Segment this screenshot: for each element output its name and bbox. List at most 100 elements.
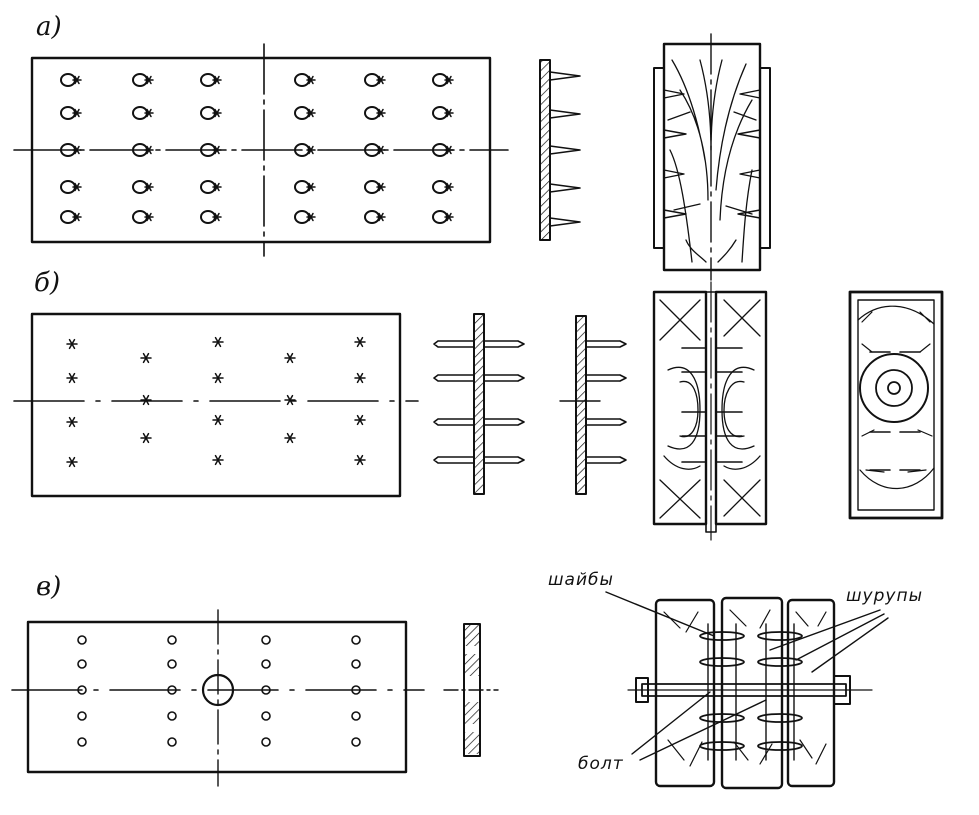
timber-joint-a (653, 33, 771, 281)
screw-holes-c (77, 635, 361, 747)
callout-screws: шурупы (846, 586, 924, 606)
spike-hole-icon (364, 73, 386, 87)
washer-icon (699, 713, 745, 723)
spike-hole-icon (432, 180, 454, 194)
screw-hole-icon (261, 737, 271, 747)
screw-hole-icon (167, 635, 177, 645)
spike-hole-icon (132, 73, 154, 87)
washer-icon (699, 657, 745, 667)
spike-hole-icon (432, 73, 454, 87)
spike-tooth (549, 109, 581, 119)
timber-b-grain (659, 299, 761, 519)
nail (433, 374, 525, 382)
spike-hole-icon (294, 210, 316, 224)
timber-b-front-ring-inner (875, 369, 913, 407)
screw-hole-icon (77, 635, 87, 645)
plate-b-front-view (30, 312, 402, 498)
spike-tooth-mark (444, 145, 454, 155)
spike-hole-icon (364, 180, 386, 194)
timber-a-teeth (663, 89, 761, 219)
bolted-timber-assembly (605, 591, 889, 790)
timber-b-front-grain (857, 305, 935, 490)
star-nail-hole-icon (66, 456, 78, 468)
star-nail-hole-icon (284, 432, 296, 444)
star-nail-hole-icon (140, 394, 152, 406)
spike-tooth-mark (306, 108, 316, 118)
spike-tooth-mark (376, 108, 386, 118)
timber-joint-b-front (848, 290, 944, 520)
panel-label-c: в) (36, 572, 62, 602)
spike-hole-icon (432, 106, 454, 120)
washer-icon (699, 741, 745, 751)
plate-b-section-1 (473, 313, 485, 495)
leader-bolt (631, 691, 711, 755)
screw-hole-icon (261, 685, 271, 695)
spike-tooth-mark (144, 212, 154, 222)
plate-c-front-view (26, 620, 408, 774)
plate-c-hatch-3 (464, 702, 480, 724)
panel-b (13, 281, 944, 541)
star-nail-hole-icon (140, 432, 152, 444)
star-nail-hole-icon (212, 372, 224, 384)
panel-label-b: б) (34, 268, 61, 298)
spike-hole-icon (200, 143, 222, 157)
spike-tooth (549, 71, 581, 81)
spike-tooth-mark (212, 182, 222, 192)
star-nail-hole-icon (284, 394, 296, 406)
washer-icon (757, 657, 803, 667)
plate-a-section (539, 59, 551, 241)
washer-icon (757, 631, 803, 641)
nails-through-b (433, 340, 525, 464)
spike-tooth-mark (306, 75, 316, 85)
nail (585, 418, 627, 426)
spike-hole-icon (294, 73, 316, 87)
spike-tooth-mark (144, 182, 154, 192)
screw-rows (707, 623, 795, 761)
plate-c-hatch-4 (464, 732, 480, 754)
spike-tooth-mark (212, 145, 222, 155)
washer-icon (699, 631, 745, 641)
star-nail-hole-icon (66, 416, 78, 428)
spike-hole-icon (132, 143, 154, 157)
spike-tooth-mark (444, 182, 454, 192)
star-nail-hole-icon (212, 454, 224, 466)
timber-b-front-ring-outer (859, 353, 929, 423)
spike-tooth-mark (72, 212, 82, 222)
plate-a-left (653, 67, 665, 249)
screw-hole-icon (351, 737, 361, 747)
screw-hole-icon (351, 659, 361, 669)
spike-hole-icon (432, 210, 454, 224)
spike-tooth-mark (72, 145, 82, 155)
nail (433, 456, 525, 464)
timber-b-front-bolt (887, 381, 901, 395)
star-nail-hole-icon (354, 414, 366, 426)
plate-a-right (759, 67, 771, 249)
timber-b-front-nails (869, 351, 921, 471)
leader-screws-3 (811, 617, 889, 673)
bolt-hole-icon (201, 673, 235, 707)
star-nail-hole-icon (354, 454, 366, 466)
star-nail-hole-icon (140, 352, 152, 364)
screw-hole-icon (351, 711, 361, 721)
spike-tooth (549, 183, 581, 193)
star-nail-hole-icon (284, 352, 296, 364)
spike-tooth-mark (376, 212, 386, 222)
timber-b-front-body (848, 290, 944, 520)
spike-holes-a (60, 73, 454, 224)
spike-tooth-mark (376, 182, 386, 192)
plate-b-side-view-single (559, 315, 627, 495)
plate-a-side-view (539, 59, 581, 241)
plate-b-side-view-double (433, 313, 525, 495)
spike-tooth-mark (376, 145, 386, 155)
plate-b-section-2 (575, 315, 587, 495)
washer-rows (699, 631, 803, 751)
spike-hole-icon (132, 180, 154, 194)
spike-hole-icon (294, 180, 316, 194)
callout-washers: шайбы (548, 570, 614, 590)
screw-hole-icon (261, 659, 271, 669)
spike-hole-icon (60, 210, 82, 224)
screw-hole-icon (77, 737, 87, 747)
plate-c-hatch-1 (464, 624, 480, 646)
